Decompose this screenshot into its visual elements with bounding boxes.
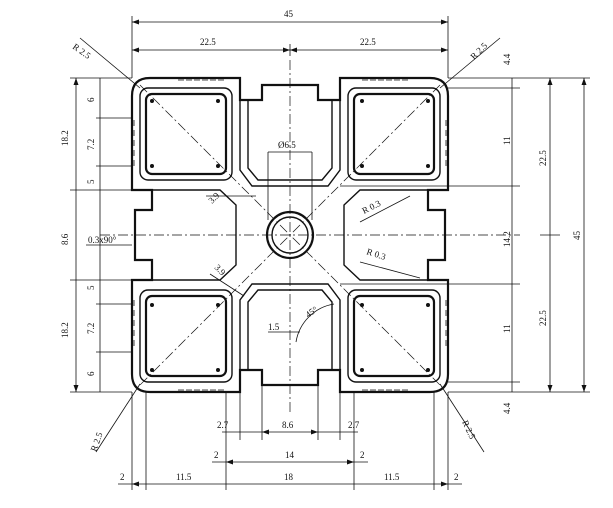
- dim-left-center: 8.6: [60, 233, 70, 245]
- dim-bottom-14: 14: [285, 450, 295, 460]
- dim-bottom-27-right: 2.7: [348, 420, 360, 430]
- dim-left-upper-slot: 18.2: [60, 130, 70, 146]
- dim-bottom-115-left: 11.5: [176, 472, 192, 482]
- bore-label: Ø6.5: [278, 140, 296, 150]
- fillet-upper-label: R 0.3: [360, 198, 382, 216]
- fillet-lower-label: R 0.3: [365, 246, 387, 262]
- dim-right-bottom-edge: 4.4: [502, 402, 512, 414]
- dim-right-upper-11: 11: [502, 136, 512, 145]
- dim-bottom-2-outer-left: 2: [120, 472, 125, 482]
- dim-left-upper-6: 6: [86, 97, 96, 102]
- dim-left-lower-72: 7.2: [86, 323, 96, 334]
- dimension-lines: [70, 16, 590, 490]
- dim-left-upper-5: 5: [86, 179, 96, 184]
- dim-left-lower-5: 5: [86, 285, 96, 290]
- radius-top-left: R 2.5: [71, 41, 93, 61]
- dim-bottom-2-right: 2: [360, 450, 365, 460]
- profile-outline: [130, 76, 450, 394]
- dim-bottom-2-left: 2: [214, 450, 219, 460]
- angle-label: 45°: [303, 304, 319, 320]
- dim-bottom-2-outer-right: 2: [454, 472, 459, 482]
- dim-top-overall: 45: [284, 9, 294, 19]
- dim-bottom-27-left: 2.7: [217, 420, 229, 430]
- dim-left-upper-72: 7.2: [86, 139, 96, 150]
- dim-top-right-half: 22.5: [360, 37, 376, 47]
- chamfer-label: 0.3x90°: [88, 235, 117, 245]
- dim-bottom-18: 18: [284, 472, 294, 482]
- dim-left-lower-6: 6: [86, 371, 96, 376]
- arrowheads: [73, 19, 587, 487]
- dim-right-lower-half: 22.5: [538, 310, 548, 326]
- wall-label: 1.5: [268, 322, 280, 332]
- dim-right-lower-11: 11: [502, 324, 512, 333]
- dim-right-overall: 45: [572, 231, 582, 241]
- dim-right-upper-half: 22.5: [538, 150, 548, 166]
- center-lines: [100, 60, 520, 415]
- web-upper-label: 3.9: [206, 190, 221, 205]
- dim-bottom-115-right: 11.5: [384, 472, 400, 482]
- radius-top-right: R 2.5: [468, 40, 489, 61]
- dim-bottom-86: 8.6: [282, 420, 294, 430]
- dim-right-top-edge: 4.4: [502, 53, 512, 65]
- dim-top-left-half: 22.5: [200, 37, 216, 47]
- dim-left-lower-slot: 18.2: [60, 322, 70, 338]
- dim-right-center-slot: 14.2: [502, 231, 512, 247]
